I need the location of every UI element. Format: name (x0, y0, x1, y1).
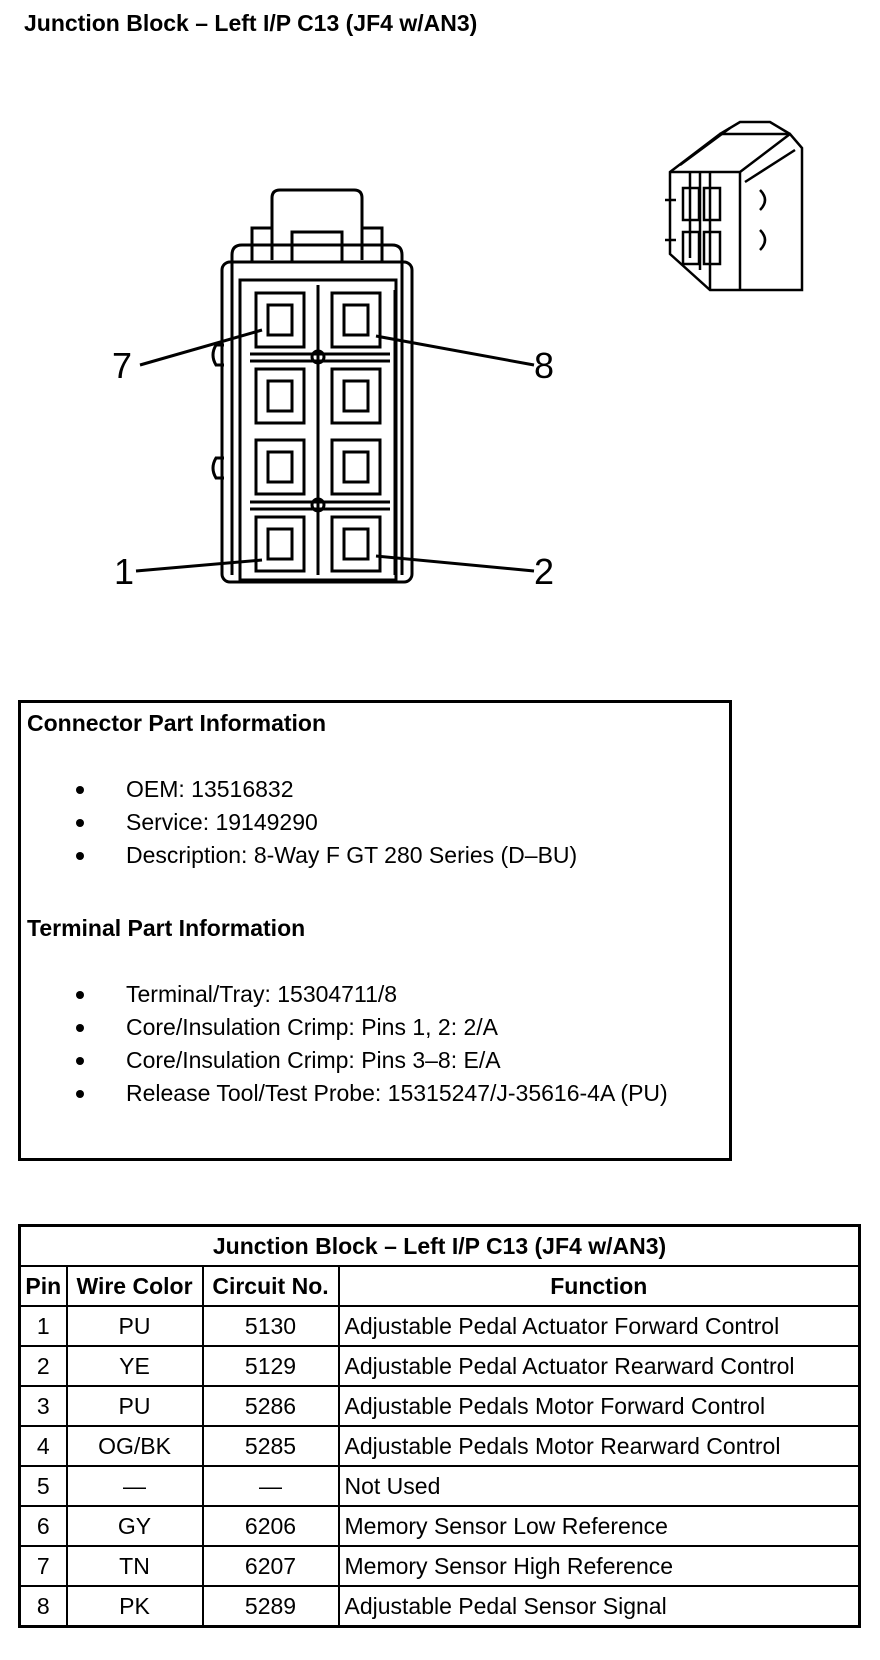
table-row: 1 PU 5130 Adjustable Pedal Actuator Forw… (18, 1305, 861, 1347)
pin-label-1: 1 (114, 551, 134, 592)
function-cell: Adjustable Pedal Actuator Rearward Contr… (337, 1345, 861, 1387)
connector-info-list: OEM: 13516832 Service: 19149290 Descript… (21, 773, 577, 872)
circuit-cell: 6206 (201, 1505, 340, 1547)
list-item: Core/Insulation Crimp: Pins 3–8: E/A (21, 1044, 668, 1077)
table-row: 3 PU 5286 Adjustable Pedals Motor Forwar… (18, 1385, 861, 1427)
column-header-wire-color: Wire Color (65, 1265, 204, 1307)
table-row: 6 GY 6206 Memory Sensor Low Reference (18, 1505, 861, 1547)
pin-cell: 4 (18, 1425, 68, 1467)
column-header-circuit-no: Circuit No. (201, 1265, 340, 1307)
function-cell: Memory Sensor Low Reference (337, 1505, 861, 1547)
function-cell: Memory Sensor High Reference (337, 1545, 861, 1587)
function-cell: Adjustable Pedals Motor Rearward Control (337, 1425, 861, 1467)
circuit-cell: 5286 (201, 1385, 340, 1427)
pin-label-8: 8 (534, 345, 554, 386)
page-title: Junction Block – Left I/P C13 (JF4 w/AN3… (24, 10, 478, 36)
wire-color-cell: PU (65, 1305, 204, 1347)
function-cell: Adjustable Pedal Sensor Signal (337, 1585, 861, 1628)
pin-cell: 1 (18, 1305, 68, 1347)
list-item: Service: 19149290 (21, 806, 577, 839)
wire-color-cell: PU (65, 1385, 204, 1427)
list-item: Core/Insulation Crimp: Pins 1, 2: 2/A (21, 1011, 668, 1044)
list-item: OEM: 13516832 (21, 773, 577, 806)
connector-diagram: 7 8 1 2 (112, 120, 804, 592)
part-information-box: Connector Part Information OEM: 13516832… (18, 700, 732, 1161)
circuit-cell: 5289 (201, 1585, 340, 1628)
connector-3d-view (665, 120, 804, 292)
pin-cell: 7 (18, 1545, 68, 1587)
pin-cell: 5 (18, 1465, 68, 1507)
wire-color-cell: OG/BK (65, 1425, 204, 1467)
column-header-pin: Pin (18, 1265, 68, 1307)
table-row: 5 — — Not Used (18, 1465, 861, 1507)
list-item: Release Tool/Test Probe: 15315247/J-3561… (21, 1077, 668, 1110)
pin-cell: 3 (18, 1385, 68, 1427)
wire-color-cell: YE (65, 1345, 204, 1387)
list-item: Description: 8-Way F GT 280 Series (D–BU… (21, 839, 577, 872)
circuit-cell: 6207 (201, 1545, 340, 1587)
connector-info-heading: Connector Part Information (27, 710, 327, 736)
terminal-info-list: Terminal/Tray: 15304711/8 Core/Insulatio… (21, 978, 668, 1110)
circuit-cell: 5129 (201, 1345, 340, 1387)
wire-color-cell: PK (65, 1585, 204, 1628)
table-row: 2 YE 5129 Adjustable Pedal Actuator Rear… (18, 1345, 861, 1387)
wire-color-cell: — (65, 1465, 204, 1507)
circuit-cell: 5285 (201, 1425, 340, 1467)
circuit-cell: 5130 (201, 1305, 340, 1347)
pin-cell: 2 (18, 1345, 68, 1387)
table-row: 7 TN 6207 Memory Sensor High Reference (18, 1545, 861, 1587)
function-cell: Not Used (337, 1465, 861, 1507)
list-item: Terminal/Tray: 15304711/8 (21, 978, 668, 1011)
pinout-table: Junction Block – Left I/P C13 (JF4 w/AN3… (18, 1224, 862, 1628)
column-header-function: Function (337, 1265, 861, 1307)
terminal-info-heading: Terminal Part Information (27, 915, 306, 941)
wire-color-cell: TN (65, 1545, 204, 1587)
circuit-cell: — (201, 1465, 340, 1507)
function-cell: Adjustable Pedal Actuator Forward Contro… (337, 1305, 861, 1347)
pin-label-7: 7 (112, 345, 132, 386)
table-row: 4 OG/BK 5285 Adjustable Pedals Motor Rea… (18, 1425, 861, 1467)
pin-label-2: 2 (534, 551, 554, 592)
table-row: 8 PK 5289 Adjustable Pedal Sensor Signal (18, 1585, 861, 1628)
table-title: Junction Block – Left I/P C13 (JF4 w/AN3… (18, 1224, 861, 1267)
function-cell: Adjustable Pedals Motor Forward Control (337, 1385, 861, 1427)
pin-cell: 8 (18, 1585, 68, 1628)
pin-cell: 6 (18, 1505, 68, 1547)
wire-color-cell: GY (65, 1505, 204, 1547)
